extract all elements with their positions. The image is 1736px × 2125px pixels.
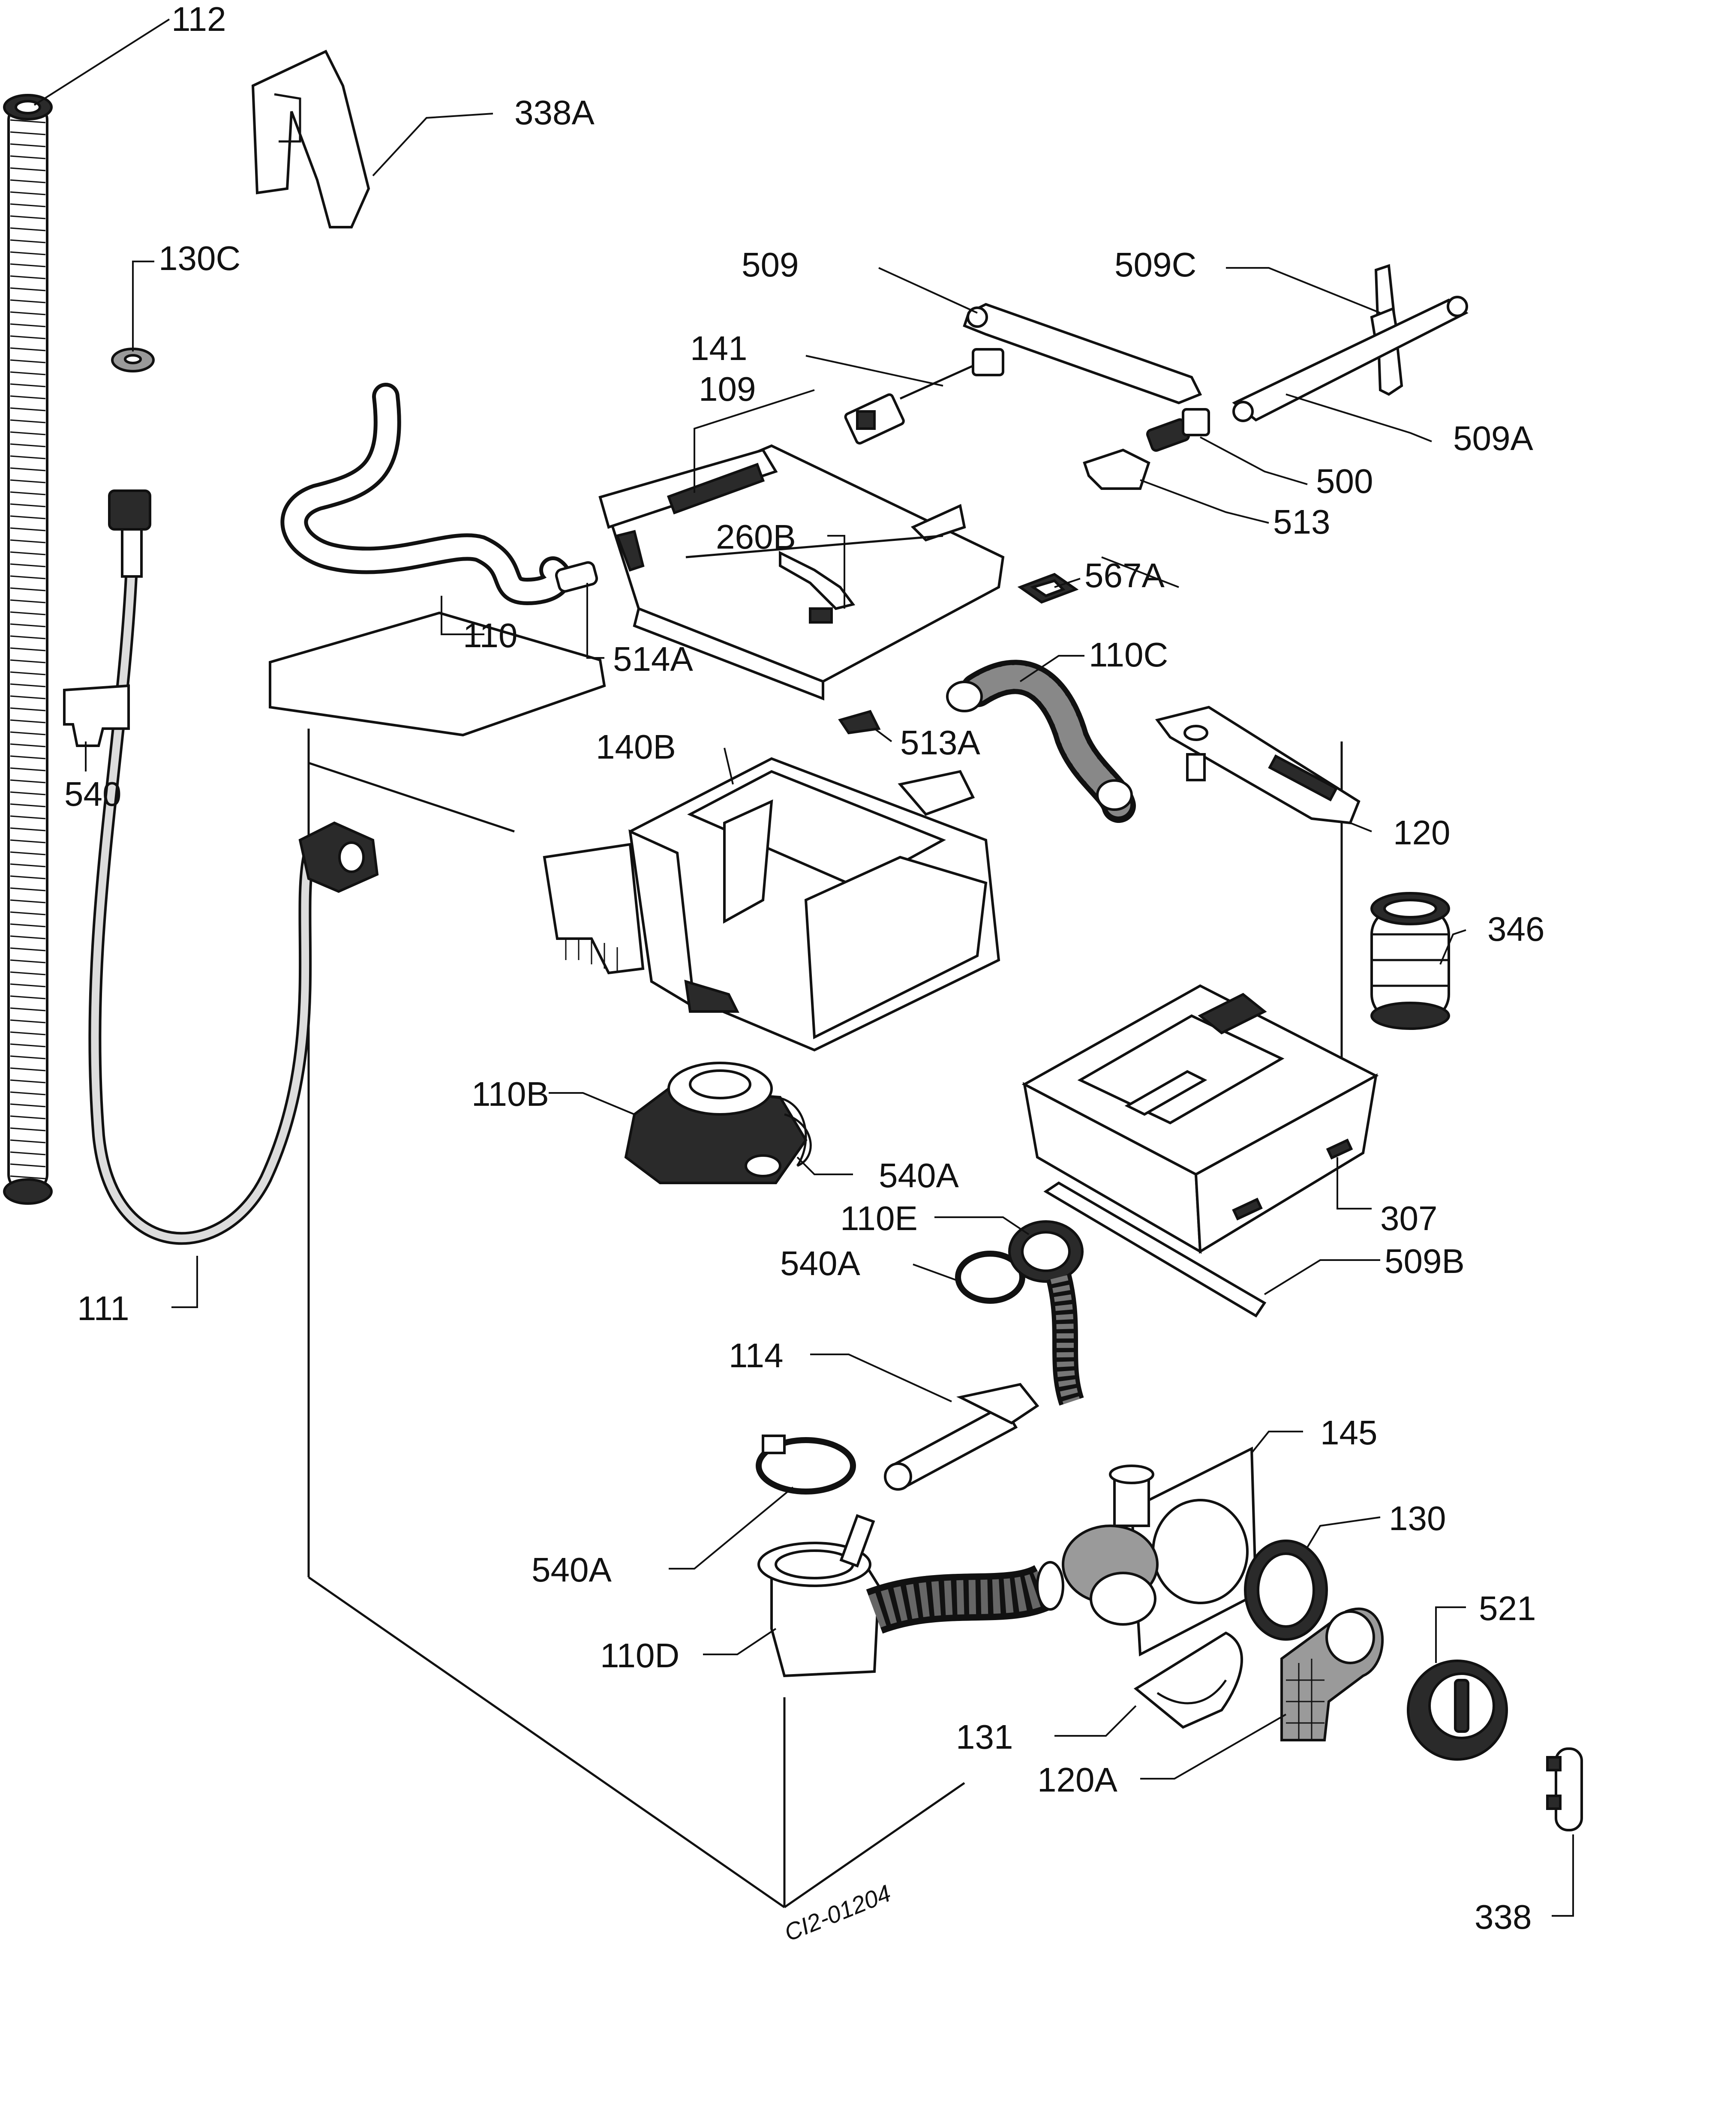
part-130-gasket — [1244, 1540, 1328, 1641]
label-338a: 338A — [514, 93, 595, 132]
part-145-pump-housing — [1062, 1447, 1258, 1657]
part-513a-clip — [838, 710, 881, 735]
part-540a-clamp-2 — [955, 1251, 1025, 1304]
label-307: 307 — [1380, 1199, 1437, 1237]
label-500: 500 — [1316, 462, 1373, 500]
label-513a: 513A — [900, 723, 980, 762]
label-509: 509 — [742, 246, 799, 284]
label-145: 145 — [1320, 1414, 1377, 1452]
part-521-filter-knob — [1407, 1660, 1508, 1761]
part-112-corrugated-hose — [3, 94, 53, 1205]
label-111: 111 — [77, 1289, 129, 1327]
part-346-bellows — [1370, 892, 1450, 1030]
part-567a-cap — [1017, 573, 1079, 604]
leader-lines — [33, 18, 1574, 1917]
part-141-solenoid — [844, 348, 1004, 445]
label-514a: 514A — [613, 640, 693, 678]
cabinet-outline — [269, 611, 1343, 1909]
label-521: 521 — [1479, 1589, 1536, 1627]
callout-labels: 112 338A 130C 509 509C 141 109 509A 500 … — [64, 0, 1544, 1946]
part-509b-rod — [1043, 1181, 1267, 1318]
label-540a-3: 540A — [532, 1551, 612, 1589]
label-130: 130 — [1389, 1499, 1446, 1537]
part-509-lever — [963, 303, 1202, 405]
part-120a-filter — [1280, 1607, 1384, 1741]
label-131: 131 — [956, 1718, 1013, 1756]
label-540a-2: 540A — [780, 1244, 860, 1282]
label-110e: 110E — [840, 1199, 918, 1237]
part-110b-pump-hose — [624, 1062, 808, 1184]
label-110d: 110D — [600, 1636, 679, 1675]
part-513-bracket — [1083, 448, 1150, 490]
label-110c: 110C — [1089, 636, 1168, 674]
label-346: 346 — [1487, 910, 1544, 948]
label-509a: 509A — [1453, 419, 1533, 457]
label-120a: 120A — [1037, 1761, 1117, 1799]
part-110c-bellows-hose — [946, 660, 1136, 823]
diagram-code: CI2-01204 — [781, 1879, 895, 1946]
label-114: 114 — [729, 1336, 784, 1375]
part-109-valve-plate — [598, 444, 1005, 701]
part-140b-dispenser-housing — [543, 757, 1000, 1052]
part-540-clip — [63, 684, 130, 747]
label-509b: 509B — [1385, 1242, 1465, 1280]
part-338a-hose-guide — [251, 50, 370, 228]
part-540a-clamp-3 — [756, 1435, 856, 1495]
label-120: 120 — [1393, 813, 1450, 852]
label-109: 109 — [699, 370, 756, 408]
label-540a-1: 540A — [879, 1156, 959, 1195]
part-110-hose — [280, 383, 572, 606]
part-131-cover — [1133, 1631, 1243, 1729]
part-110d-sump-hose — [757, 1514, 1064, 1678]
part-114-pressure-tube — [884, 1383, 1039, 1491]
label-567a: 567A — [1084, 556, 1165, 594]
part-509a-rod — [1232, 296, 1469, 422]
part-120-drawer-handle — [1155, 705, 1361, 825]
part-307-detergent-drawer — [1021, 984, 1379, 1254]
label-110: 110 — [463, 616, 518, 654]
part-338-key — [1546, 1747, 1583, 1831]
label-338: 338 — [1475, 1898, 1532, 1936]
label-112: 112 — [171, 0, 226, 38]
label-509c: 509C — [1114, 246, 1196, 284]
label-260b: 260B — [716, 518, 796, 556]
label-540: 540 — [64, 775, 121, 813]
label-130c: 130C — [159, 239, 240, 277]
part-540a-clamp-1 — [784, 1113, 812, 1167]
label-140b: 140B — [596, 728, 676, 766]
label-110b: 110B — [472, 1075, 549, 1113]
part-130c-washer — [111, 348, 155, 372]
label-141: 141 — [690, 329, 747, 367]
label-513: 513 — [1273, 503, 1330, 541]
part-111-inlet-hose — [88, 489, 379, 1245]
part-110e-bellows-elbow — [1008, 1220, 1084, 1406]
part-500-switch — [1146, 408, 1210, 452]
